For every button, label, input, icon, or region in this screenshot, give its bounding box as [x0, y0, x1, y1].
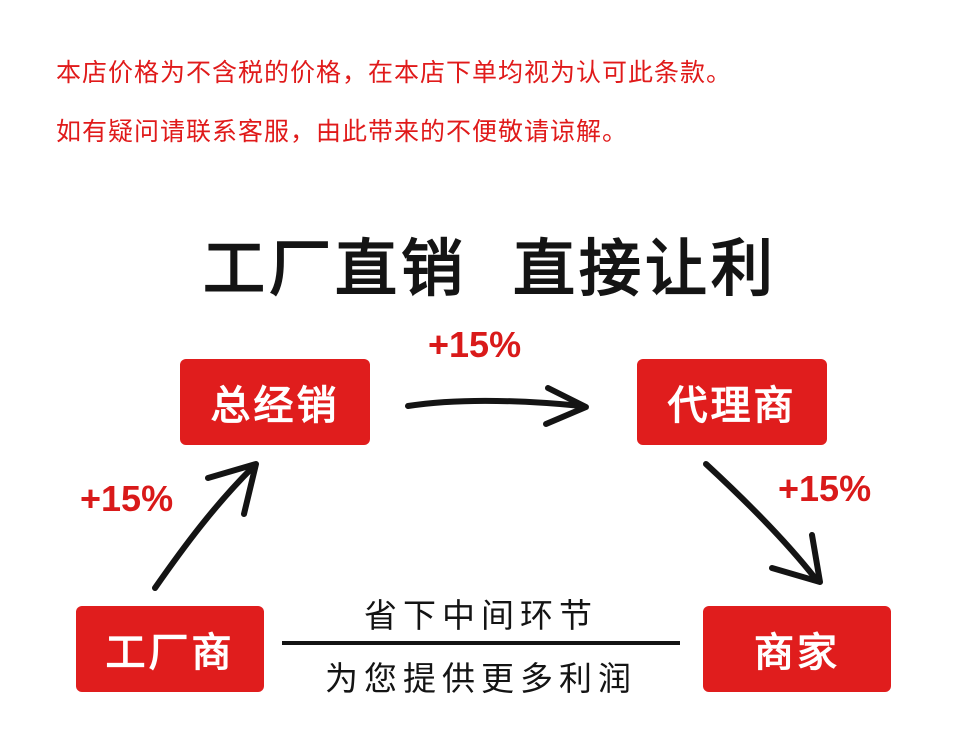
- node-agent: 代理商: [637, 359, 827, 445]
- node-factory: 工厂商: [76, 606, 264, 692]
- markup-label-top: +15%: [428, 324, 522, 365]
- arrow-agent-to-merchant: [703, 461, 823, 585]
- middle-text-top: 省下中间环节: [364, 596, 598, 635]
- headline-part-1: 工厂直销: [202, 232, 467, 305]
- notice-line-2: 如有疑问请联系客服，由此带来的不便敬请谅解。: [56, 117, 629, 146]
- markup-label-left: +15%: [80, 478, 174, 519]
- headline-part-2: 直接让利: [513, 232, 778, 305]
- middle-text-bottom: 为您提供更多利润: [325, 659, 637, 698]
- middle-divider: [282, 641, 680, 645]
- headline: 工厂直销直接让利: [0, 218, 980, 308]
- arrow-distributor-to-agent: [405, 385, 589, 427]
- node-merchant: 商家: [703, 606, 891, 692]
- notice-line-1: 本店价格为不含税的价格，在本店下单均视为认可此条款。: [56, 58, 733, 87]
- markup-label-right: +15%: [778, 468, 872, 509]
- arrow-factory-to-distributor: [152, 461, 259, 591]
- node-distributor: 总经销: [180, 359, 370, 445]
